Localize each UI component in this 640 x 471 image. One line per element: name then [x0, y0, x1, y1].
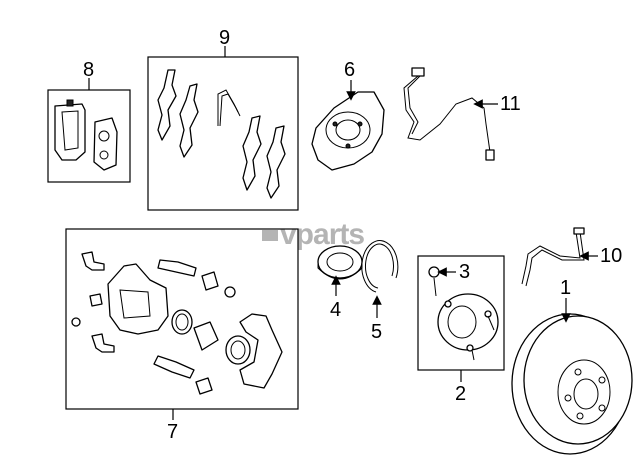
callout-6: 6	[344, 59, 355, 81]
part-1-brake-rotor[interactable]	[511, 298, 633, 455]
callout-1: 1	[560, 277, 571, 299]
part-3-hub-bolt[interactable]	[428, 266, 456, 297]
part-7-caliper-assembly[interactable]	[65, 228, 299, 420]
callout-7: 7	[167, 421, 178, 443]
part-6-dust-shield[interactable]	[311, 80, 385, 171]
callout-8: 8	[83, 59, 94, 81]
callout-11: 11	[500, 93, 521, 115]
part-9-hardware-kit[interactable]	[147, 46, 299, 211]
part-8-brake-pads[interactable]	[47, 78, 131, 183]
part-4-wheel-bearing[interactable]	[317, 245, 363, 296]
watermark-text: vparts	[280, 218, 364, 251]
callout-4: 4	[330, 299, 341, 321]
part-2-hub-assembly[interactable]	[417, 255, 505, 382]
callout-5: 5	[371, 321, 382, 343]
callout-9: 9	[219, 27, 230, 49]
part-5-snap-ring[interactable]	[361, 240, 399, 318]
callout-3: 3	[459, 261, 470, 283]
callout-2: 2	[455, 383, 466, 405]
part-10-sensor-bracket[interactable]	[521, 227, 598, 287]
part-11-abs-sensor-wire[interactable]	[403, 67, 498, 161]
callout-10: 10	[600, 245, 622, 267]
watermark-logo: vparts	[262, 218, 365, 251]
